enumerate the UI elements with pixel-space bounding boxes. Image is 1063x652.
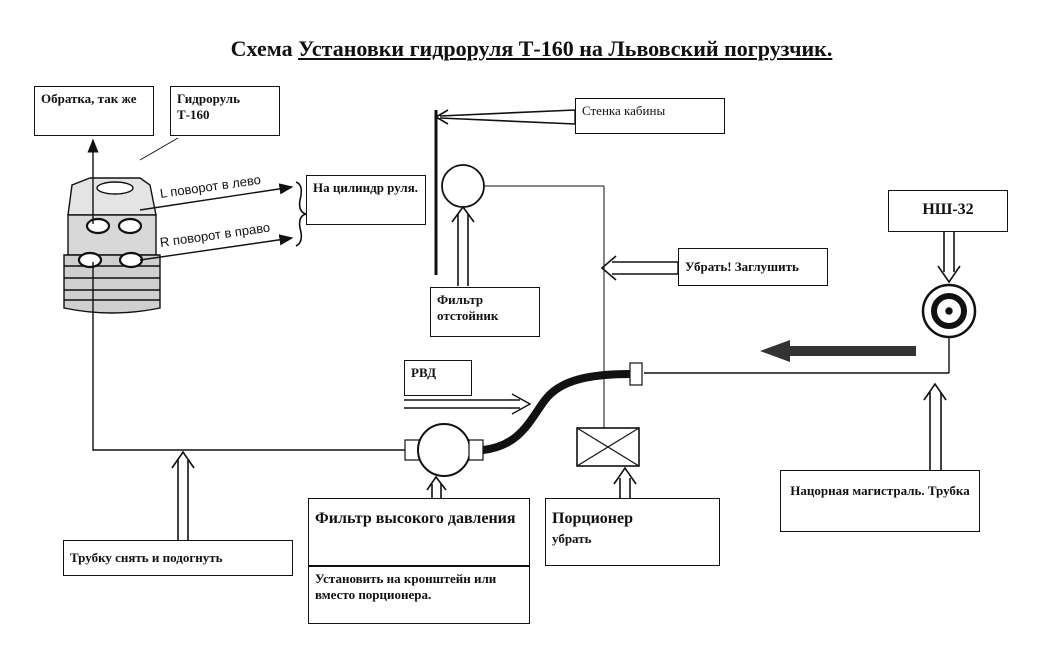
flow-direction-arrow [760, 340, 916, 362]
steering-unit-illustration [63, 177, 161, 314]
hp-filter-box: Фильтр высокого давления [308, 498, 530, 566]
porcioner-box: Порционер убрать [545, 498, 720, 566]
remove-plug-box: Убрать! Заглушить [678, 248, 828, 286]
cylinder-box: На цилиндр руля. [306, 175, 426, 225]
page-title: Схема Установки гидроруля Т-160 на Львов… [230, 36, 833, 61]
pressure-line-box: Нацорная магистраль. Трубка [780, 470, 980, 532]
cabin-wall-box: Стенка кабины [575, 98, 725, 134]
rvd-box: РВД [404, 360, 472, 396]
settling-filter-box: Фильтр отстойник [430, 287, 540, 337]
rvd-hose [482, 370, 631, 454]
install-note-box: Установить на кронштейн или вместо порци… [308, 566, 530, 624]
gidrorul-box: Гидроруль Т-160 [170, 86, 280, 136]
obratka-box: Обратка, так же [34, 86, 154, 136]
trubku-box: Трубку снять и подогнуть [63, 540, 293, 576]
nsh32-box: НШ-32 [888, 190, 1008, 232]
